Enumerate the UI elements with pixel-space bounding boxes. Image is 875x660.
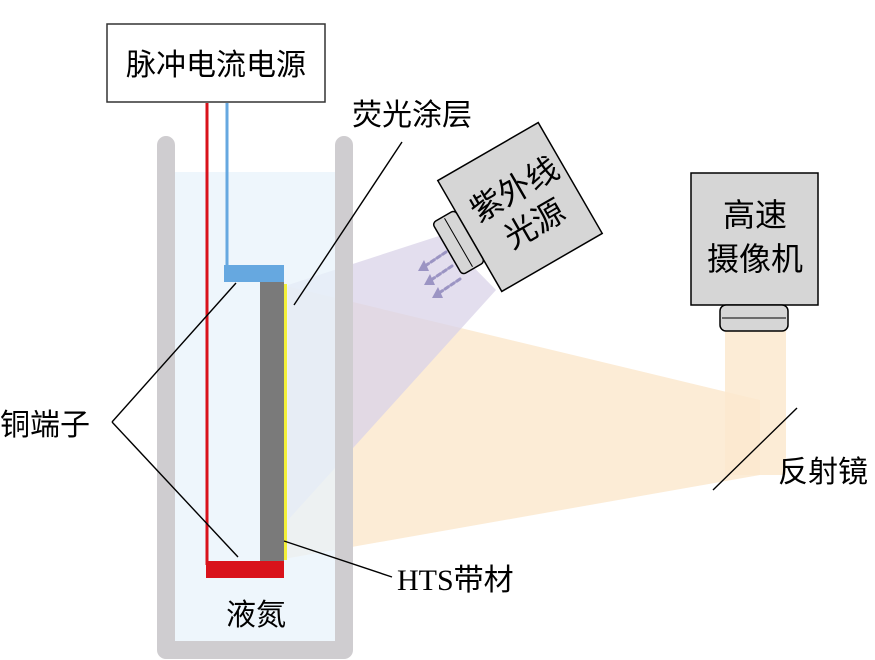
uv-light-source: 紫外线 光源 — [432, 121, 604, 293]
copper-terminal-top — [224, 265, 284, 282]
copper-terminal-bottom — [206, 561, 284, 578]
copper-leader-bottom — [111, 421, 239, 558]
uv-lens-line — [444, 218, 473, 267]
mirror-line — [712, 407, 798, 491]
hts-tape — [260, 282, 284, 561]
camera-label-line2: 摄像机 — [707, 240, 803, 278]
uv-emission-arrowheads — [418, 260, 443, 298]
fluorescent-coating-strip — [284, 284, 287, 560]
power-supply-box — [106, 23, 326, 103]
hts-leader — [283, 540, 393, 578]
hts-tape-label: HTS带材 — [397, 564, 514, 597]
mirror-label: 反射镜 — [778, 455, 868, 490]
dewar-vessel — [157, 136, 353, 659]
camera-label-line1: 高速 — [723, 196, 787, 234]
liquid-nitrogen-label: 液氮 — [226, 598, 286, 633]
copper-leader-top — [111, 282, 237, 423]
power-supply-label: 脉冲电流电源 — [126, 48, 306, 83]
coating-label: 荧光涂层 — [352, 98, 472, 133]
camera-body — [690, 172, 819, 306]
copper-terminal-label: 铜端子 — [0, 408, 90, 443]
camera-light-beam — [725, 330, 786, 475]
coating-leader — [293, 141, 403, 306]
